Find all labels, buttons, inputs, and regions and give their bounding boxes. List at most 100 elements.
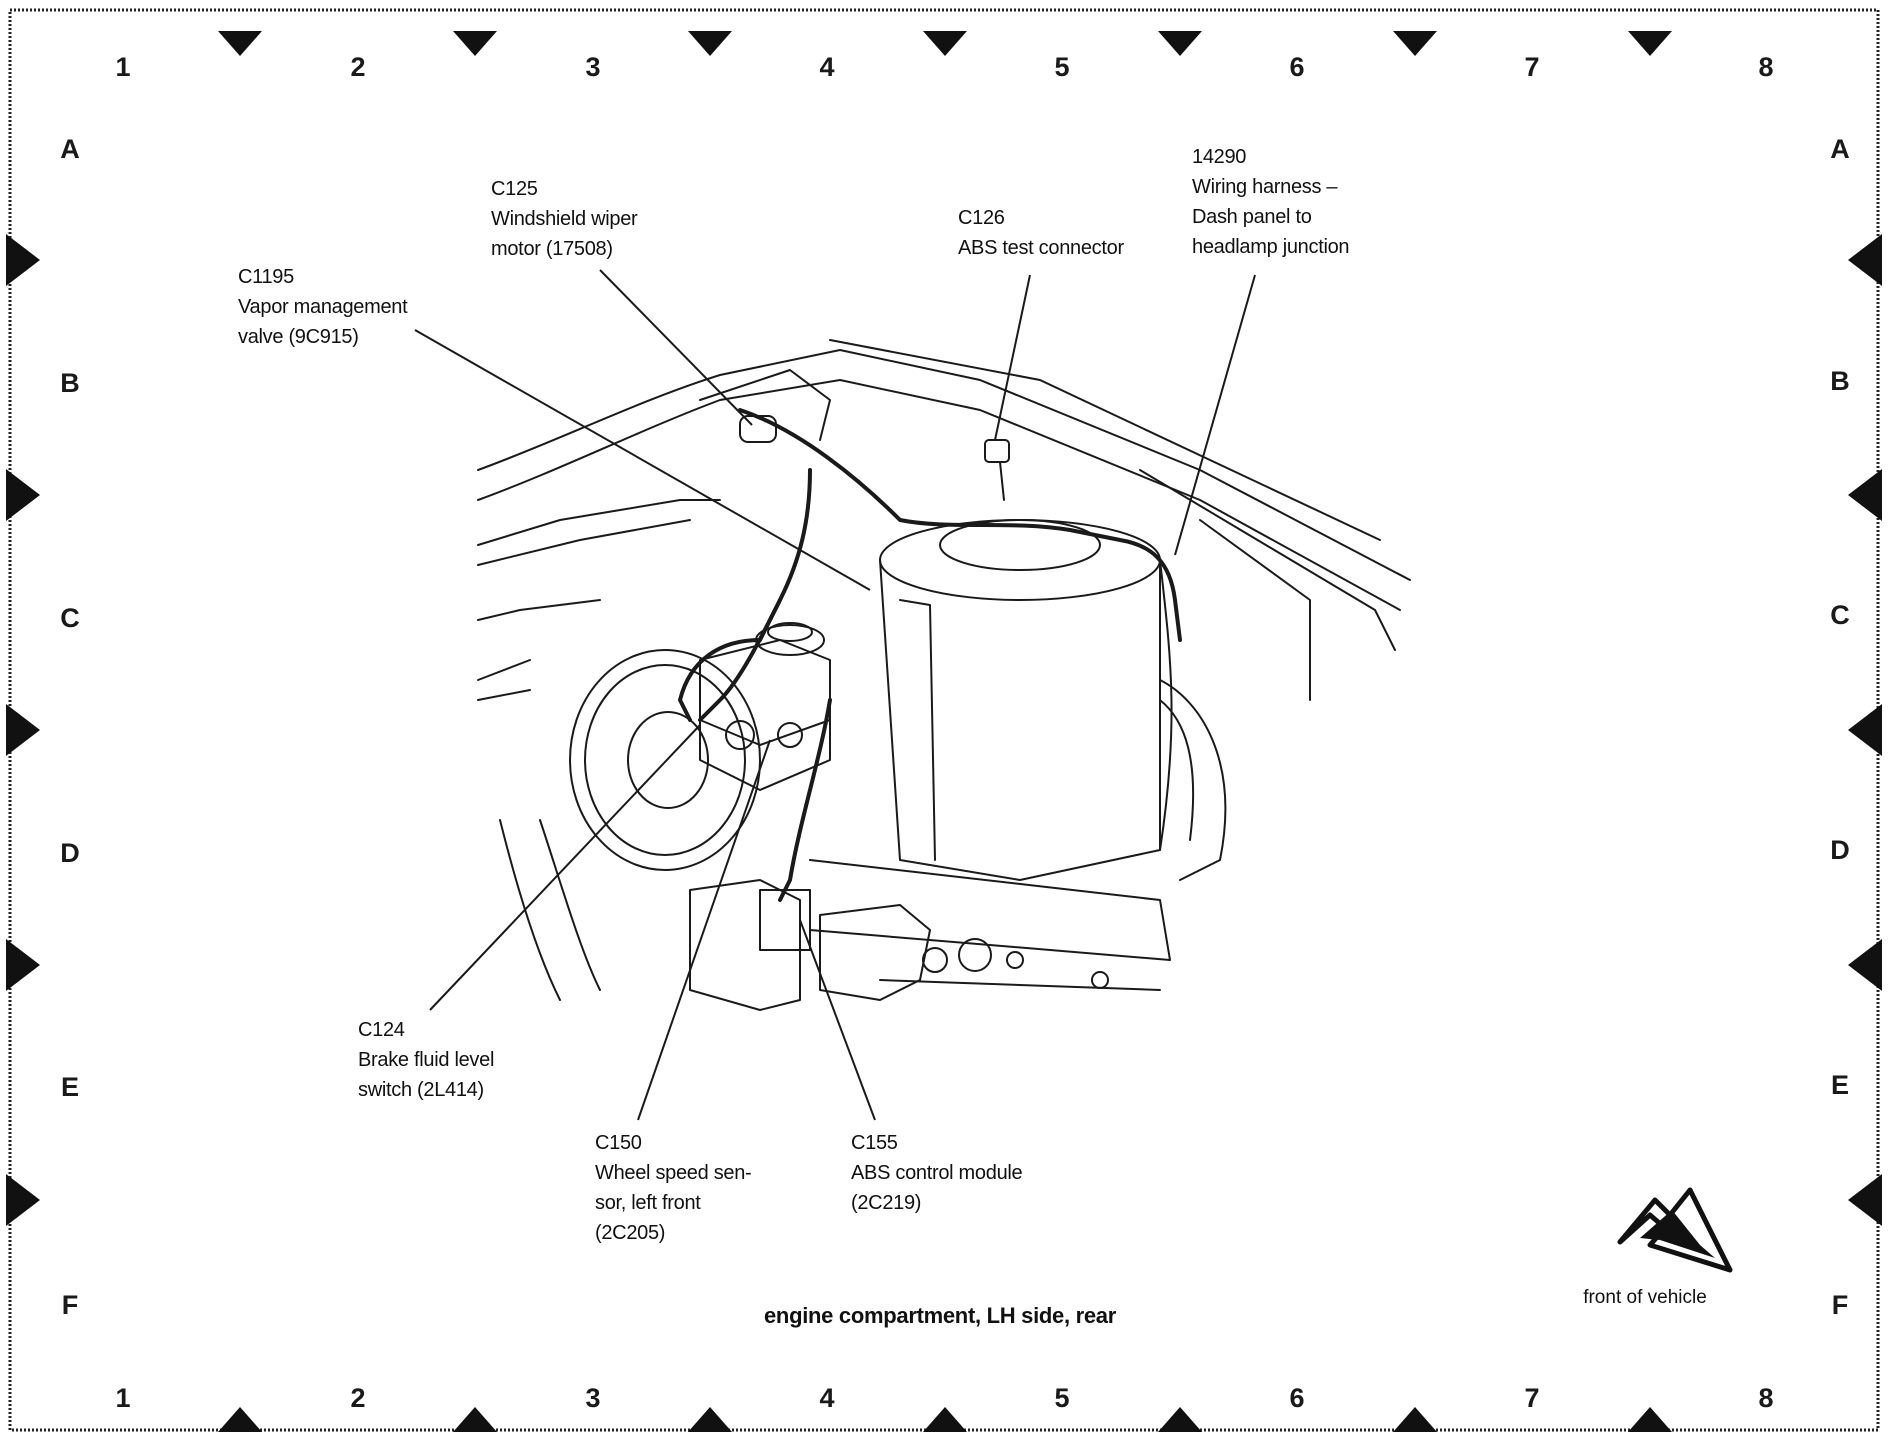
callout-c124-line-1: Brake fluid level [358,1049,495,1071]
grid-col-bottom-6: 6 [1289,1383,1305,1413]
grid-col-bottom-2: 2 [350,1383,366,1413]
grid-marker-right-2 [1848,469,1882,521]
leader-line-c124 [429,724,701,1011]
callout-c150-line-2: sor, left front [595,1192,701,1214]
callout-c150: C150 Wheel speed sen- sor, left front (2… [595,1128,752,1248]
callout-c150-connector: C150 [595,1132,642,1154]
callout-c155: C155 ABS control module (2C219) [851,1128,1023,1218]
leader-line-c155 [799,919,876,1121]
leader-line-14290 [1174,274,1256,556]
callout-c1195-line-2: valve (9C915) [238,326,359,348]
grid-marker-top-3 [688,31,732,56]
callout-14290: 14290 Wiring harness – Dash panel to hea… [1192,142,1350,262]
callout-c155-connector: C155 [851,1132,898,1154]
callout-c1195-line-1: Vapor management [238,296,408,318]
grid-marker-bottom-3 [688,1407,732,1432]
grid-marker-left-4 [6,939,40,991]
callout-c126-line-1: ABS test connector [958,237,1124,259]
callout-c126: C126 ABS test connector [958,203,1124,263]
callout-c124-connector: C124 [358,1019,405,1041]
grid-marker-left-5 [6,1174,40,1226]
strut-tower [879,519,1173,881]
front-of-vehicle-arrow-icon [1617,1187,1733,1273]
abs-control-module [689,879,1109,1011]
callout-c150-line-1: Wheel speed sen- [595,1162,752,1184]
grid-col-top-1: 1 [115,52,131,82]
leader-line-c126 [994,274,1031,441]
grid-marker-left-3 [6,704,40,756]
grid-marker-bottom-6 [1393,1407,1437,1432]
grid-col-top-5: 5 [1054,52,1070,82]
grid-col-bottom-1: 1 [115,1383,131,1413]
callout-14290-connector: 14290 [1192,146,1247,168]
callout-c155-line-2: (2C219) [851,1192,922,1214]
callout-c126-connector: C126 [958,207,1005,229]
grid-marker-bottom-4 [923,1407,967,1432]
grid-marker-top-2 [453,31,497,56]
brake-booster [569,649,761,871]
grid-marker-top-1 [218,31,262,56]
grid-row-right-E: E [1830,1070,1849,1100]
callout-c150-line-3: (2C205) [595,1222,666,1244]
grid-marker-top-6 [1393,31,1437,56]
grid-marker-bottom-2 [453,1407,497,1432]
wheel-well [1159,679,1227,881]
inner-fender [477,599,601,1001]
grid-marker-bottom-1 [218,1407,262,1432]
grid-marker-bottom-7 [1628,1407,1672,1432]
wiring-harness-main [678,408,1182,902]
grid-marker-right-1 [1848,234,1882,286]
grid-row-left-E: E [60,1072,79,1102]
grid-col-bottom-5: 5 [1054,1383,1070,1413]
grid-col-top-3: 3 [585,52,601,82]
wiper-motor-connector [699,369,831,443]
grid-row-right-C: C [1830,600,1850,630]
callout-c125-line-1: Windshield wiper [491,208,638,230]
grid-col-top-8: 8 [1758,52,1774,82]
grid-marker-left-2 [6,469,40,521]
frame-rail [809,859,1171,991]
grid-col-top-6: 6 [1289,52,1305,82]
callout-14290-line-2: Dash panel to [1192,206,1312,228]
grid-col-top-2: 2 [350,52,366,82]
grid-marker-top-4 [923,31,967,56]
grid-col-bottom-8: 8 [1758,1383,1774,1413]
abs-test-connector [984,439,1010,501]
grid-marker-top-7 [1628,31,1672,56]
grid-row-left-C: C [60,603,80,633]
grid-row-left-F: F [61,1290,79,1320]
grid-col-bottom-7: 7 [1524,1383,1540,1413]
grid-marker-bottom-5 [1158,1407,1202,1432]
grid-marker-right-5 [1848,1174,1882,1226]
grid-col-top-4: 4 [819,52,835,82]
grid-row-right-B: B [1830,366,1850,396]
callout-c125-line-2: motor (17508) [491,238,613,260]
callout-c125: C125 Windshield wiper motor (17508) [491,174,638,264]
callout-14290-line-3: headlamp junction [1192,236,1350,258]
grid-row-right-D: D [1830,835,1850,865]
grid-row-right-A: A [1830,134,1850,164]
callout-c1195: C1195 Vapor management valve (9C915) [238,262,408,352]
grid-row-right-F: F [1831,1290,1849,1320]
cowl-panel [477,339,1411,701]
grid-marker-top-5 [1158,31,1202,56]
grid-col-bottom-3: 3 [585,1383,601,1413]
grid-marker-left-1 [6,234,40,286]
grid-col-top-7: 7 [1524,52,1540,82]
grid-row-left-A: A [60,134,80,164]
front-of-vehicle-label: front of vehicle [1583,1287,1707,1308]
callout-c124: C124 Brake fluid level switch (2L414) [358,1015,494,1105]
grid-marker-right-4 [1848,939,1882,991]
callout-14290-line-1: Wiring harness – [1192,176,1338,198]
grid-row-left-D: D [60,838,80,868]
callout-c155-line-1: ABS control module [851,1162,1023,1184]
grid-row-left-B: B [60,368,80,398]
leader-line-c1195 [414,329,871,591]
callout-c125-connector: C125 [491,178,538,200]
grid-marker-right-3 [1848,704,1882,756]
callout-c1195-connector: C1195 [238,266,294,288]
grid-col-bottom-4: 4 [819,1383,835,1413]
callout-c124-line-2: switch (2L414) [358,1079,484,1101]
